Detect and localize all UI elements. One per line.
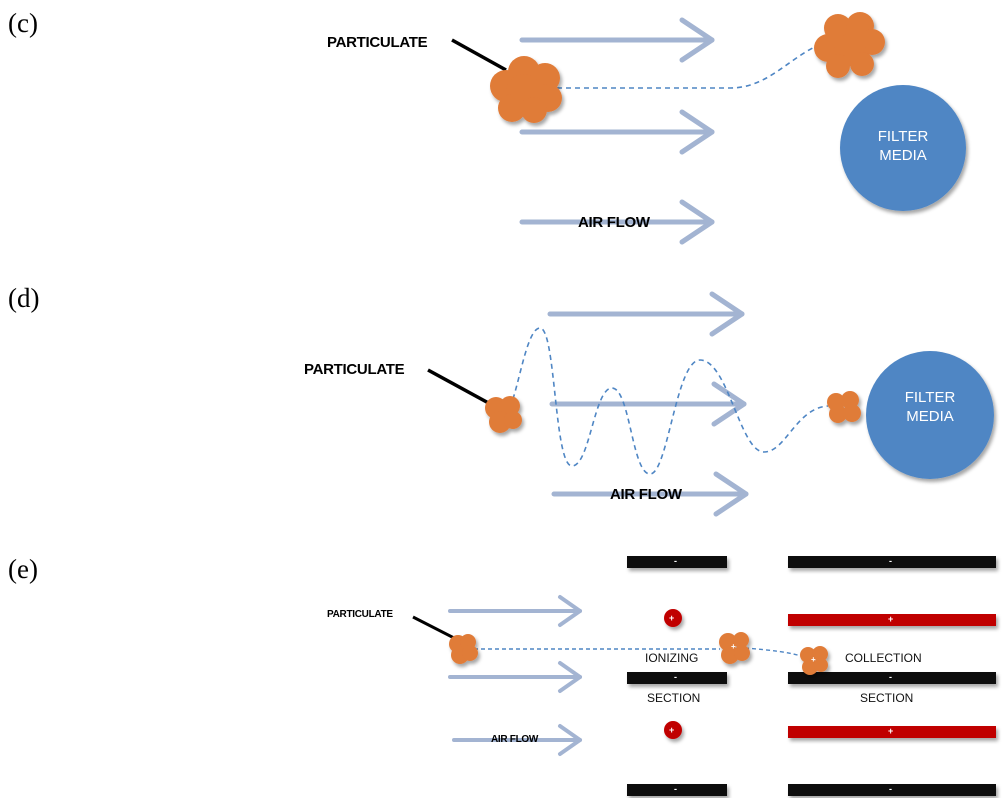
collection-label: COLLECTION [845, 651, 922, 665]
air-flow-label: AIR FLOW [610, 486, 682, 503]
ionizing-section-label: SECTION [647, 691, 701, 705]
particle-blob [490, 56, 562, 123]
filter-media-circle [866, 351, 994, 479]
air-flow-arrow [448, 661, 582, 693]
particulate-label: PARTICULATE [327, 609, 393, 620]
negative-plate [788, 556, 996, 568]
positive-plate [788, 614, 996, 626]
charged-particle-blob [719, 632, 750, 664]
filter-media-label-line1: FILTER [904, 389, 956, 406]
ionizing-wire [664, 721, 682, 739]
filter-media-label: FILTER MEDIA [863, 128, 943, 166]
negative-sign: - [674, 784, 677, 794]
negative-plate [627, 672, 727, 684]
panel-c [451, 12, 966, 245]
air-flow-arrow [519, 109, 715, 155]
negative-plate [788, 672, 996, 684]
air-flow-label: AIR FLOW [578, 214, 650, 231]
filter-media-label-line2: MEDIA [906, 407, 954, 425]
panel-label-d: (d) [8, 283, 40, 313]
particle-blob [485, 396, 522, 433]
air-flow-label: AIR FLOW [491, 734, 539, 745]
air-flow-arrow [547, 291, 745, 337]
air-flow-arrow [452, 724, 582, 756]
positive-plate [788, 726, 996, 738]
particle-blob [827, 391, 861, 423]
ionizing-wire [664, 609, 682, 627]
negative-sign: - [889, 556, 892, 566]
negative-plate [627, 556, 727, 568]
air-flow-arrow [551, 471, 749, 517]
panel-e [412, 556, 996, 796]
negative-sign: - [889, 672, 892, 682]
air-flow-arrow [549, 381, 747, 427]
filter-media-circle [840, 85, 966, 211]
filter-media-label-line1: FILTER [877, 128, 929, 145]
pointer-line [427, 368, 495, 408]
positive-sign: + [669, 613, 675, 623]
particle-blob [449, 634, 478, 664]
particulate-label: PARTICULATE [327, 34, 428, 51]
positive-sign: + [888, 726, 894, 736]
negative-plate [788, 784, 996, 796]
negative-sign: - [889, 784, 892, 794]
air-flow-arrow [519, 199, 715, 245]
particle-charge-sign: + [731, 642, 736, 651]
pointer-line [451, 38, 507, 72]
particle-charge-sign: + [811, 655, 816, 664]
charged-particle-blob [800, 646, 828, 675]
particle-blob [814, 12, 885, 78]
particle-path [503, 327, 829, 475]
panel-label-e: (e) [8, 554, 38, 584]
negative-sign: - [674, 672, 677, 682]
filter-media-label-line2: MEDIA [879, 146, 927, 164]
particle-path [548, 41, 827, 89]
particulate-label: PARTICULATE [304, 361, 405, 378]
negative-plate [627, 784, 727, 796]
particle-path [474, 647, 809, 659]
pointer-line [412, 615, 459, 642]
air-flow-arrow [519, 17, 715, 63]
positive-sign: + [669, 725, 675, 735]
collection-section-label: SECTION [860, 691, 914, 705]
positive-sign: + [888, 614, 894, 624]
air-flow-arrow [448, 595, 582, 627]
ionizing-label: IONIZING [645, 651, 699, 665]
filter-media-label: FILTER MEDIA [890, 389, 970, 427]
negative-sign: - [674, 556, 677, 566]
panel-label-c: (c) [8, 8, 38, 38]
panel-d [427, 291, 994, 517]
